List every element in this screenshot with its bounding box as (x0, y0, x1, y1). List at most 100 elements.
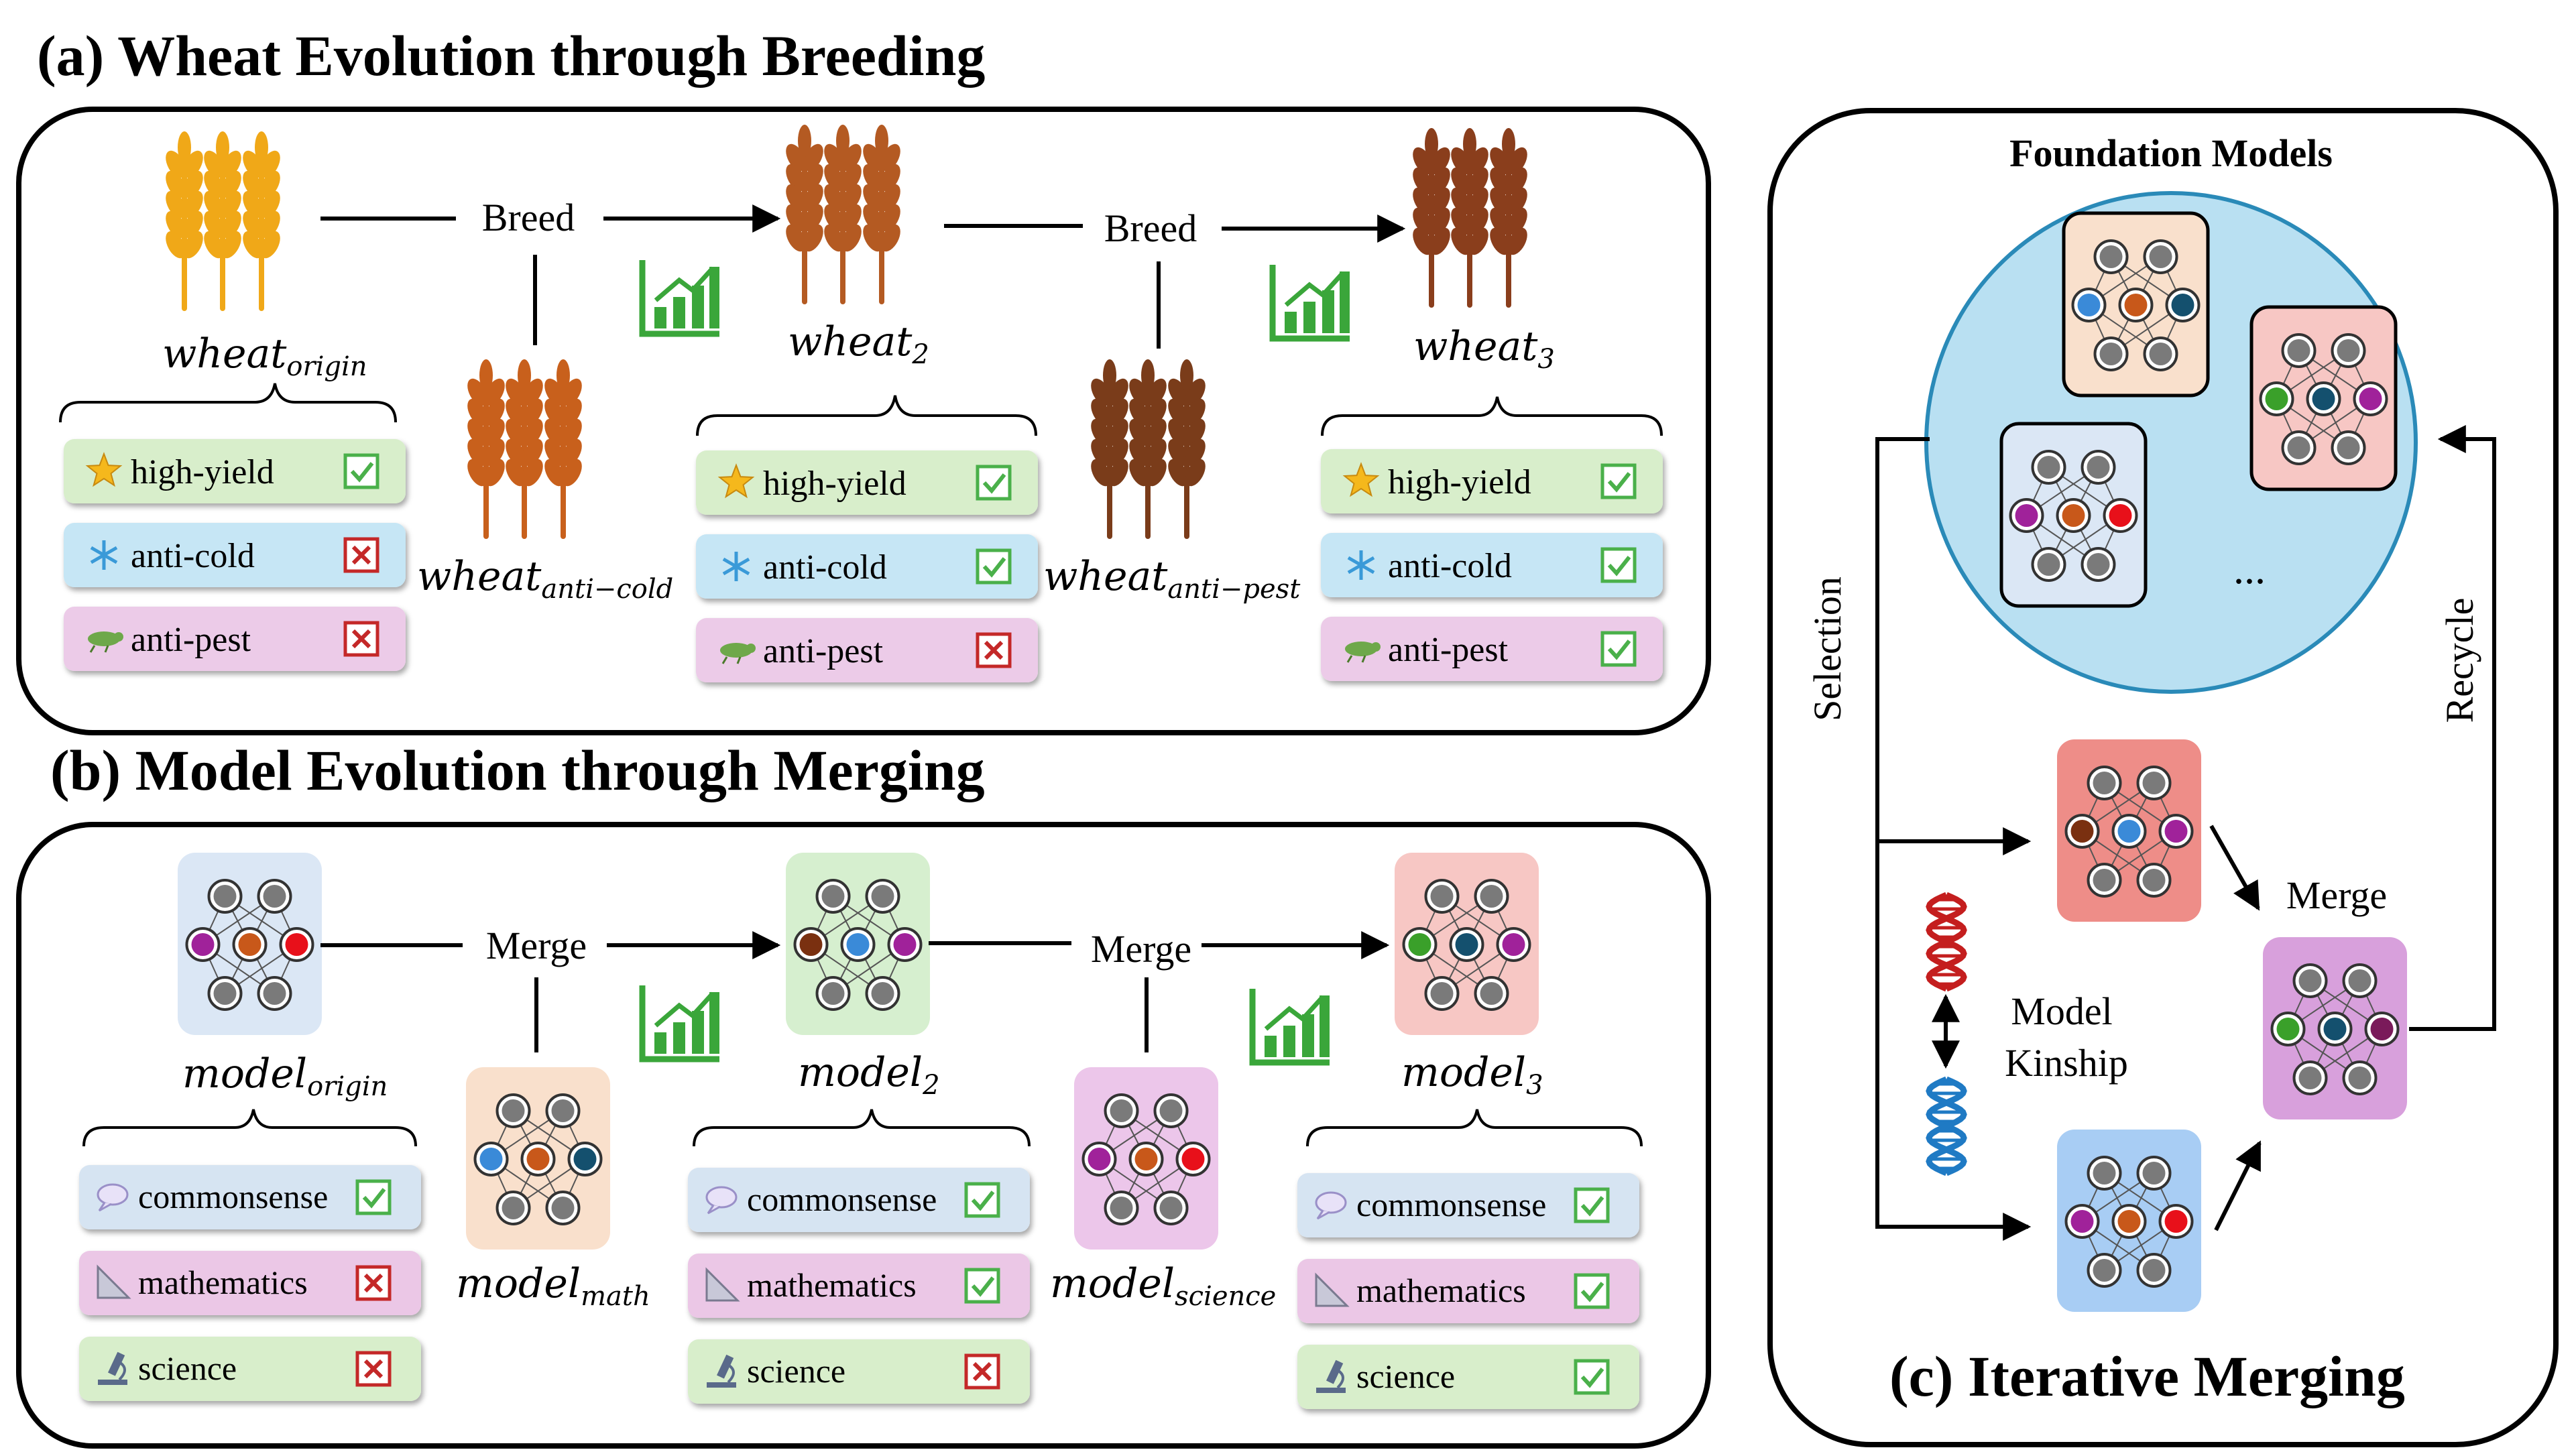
check-icon (1574, 1359, 1610, 1395)
skill-label: commonsense (138, 1178, 328, 1215)
brace-wheat-2 (696, 395, 1037, 436)
skill-row: science (688, 1339, 1030, 1404)
panel-b-frame (16, 822, 1711, 1449)
microscope-icon (1316, 1359, 1346, 1393)
model-2-box (786, 853, 930, 1035)
wheat-origin-icon (166, 131, 280, 311)
speech-bubble-icon (1315, 1191, 1347, 1220)
model-math-box (466, 1067, 610, 1250)
trait-label: anti-cold (131, 537, 255, 575)
skill-row: commonsense (1297, 1173, 1639, 1237)
dna-icon (1926, 1076, 1967, 1176)
merged-model-box (2263, 937, 2407, 1119)
skill-label: mathematics (138, 1264, 308, 1301)
trait-row: anti-cold (696, 534, 1038, 599)
trait-row: high-yield (696, 450, 1038, 515)
microscope-icon (707, 1354, 736, 1388)
wheat-anti-pest-icon (1091, 359, 1206, 539)
check-icon (1600, 631, 1637, 667)
star-icon (1342, 462, 1380, 497)
trait-row: anti-pest (1321, 617, 1663, 681)
label-wheat-2: wheat2 (788, 318, 929, 370)
merge-arrow-bottom (2214, 1140, 2262, 1231)
microscope-icon (98, 1351, 127, 1385)
trait-row: anti-pest (64, 607, 406, 671)
ruler-icon (705, 1267, 740, 1302)
trait-list-wheat-2: high-yield anti-cold anti-pest (696, 450, 1038, 682)
skill-row: mathematics (79, 1251, 421, 1315)
bug-icon (720, 643, 756, 664)
skill-list-model-3: commonsense mathematics science (1297, 1173, 1639, 1409)
brace-origin (59, 383, 397, 423)
skill-label: mathematics (747, 1266, 917, 1304)
model-origin-box (178, 853, 322, 1035)
check-icon (355, 1179, 392, 1215)
panel-c-title: (c) Iterative Merging (1889, 1344, 2405, 1408)
skill-label: science (138, 1349, 237, 1387)
foundation-models-ellipsis: ... (2233, 545, 2266, 593)
skill-row: mathematics (688, 1254, 1030, 1318)
trait-label: anti-cold (1388, 547, 1512, 585)
selection-path (1875, 437, 2032, 1241)
foundation-model-box (2062, 211, 2210, 398)
trait-row: high-yield (64, 439, 406, 503)
speech-bubble-icon (97, 1183, 129, 1212)
panel-c-frame (1767, 108, 2559, 1447)
kinship-label-line1: Model (2011, 989, 2112, 1033)
wheat-3-icon (1413, 128, 1527, 308)
trait-row: anti-pest (696, 618, 1038, 682)
skill-row: science (1297, 1345, 1639, 1409)
skill-label: commonsense (747, 1180, 937, 1218)
bug-icon (1345, 642, 1381, 663)
model-3-box (1395, 853, 1539, 1035)
foundation-models-title: Foundation Models (2009, 131, 2333, 175)
check-icon (343, 453, 379, 489)
merge-label-2: Merge (1091, 927, 1191, 971)
skill-label: science (1356, 1357, 1455, 1395)
label-model-science: modelscience (1050, 1260, 1276, 1312)
skill-row: commonsense (688, 1168, 1030, 1232)
skill-label: mathematics (1356, 1272, 1526, 1309)
star-icon (85, 452, 123, 487)
label-model-origin: modelorigin (182, 1050, 388, 1102)
model-science-box (1074, 1067, 1218, 1250)
label-wheat-3: wheat3 (1413, 323, 1555, 375)
merge-arrow-top (2209, 825, 2260, 911)
dna-icon (1926, 892, 1967, 992)
check-icon (1574, 1273, 1610, 1309)
brace-wheat-3 (1321, 396, 1663, 436)
snowflake-icon (90, 540, 118, 570)
check-icon (964, 1268, 1000, 1304)
panel-b-title: (b) Model Evolution through Merging (50, 738, 985, 802)
label-wheat-anti-cold: wheatanti−cold (417, 553, 673, 605)
snowflake-icon (722, 552, 750, 581)
label-wheat-origin: wheatorigin (162, 330, 367, 382)
trend-up-icon (1269, 265, 1350, 342)
breed-label-1: Breed (482, 196, 575, 239)
selected-model-box (2057, 1130, 2201, 1312)
star-icon (717, 463, 755, 499)
selected-model-box (2057, 739, 2201, 922)
recycle-path (2409, 425, 2496, 1031)
skill-label: science (747, 1352, 845, 1390)
trait-label: anti-pest (763, 632, 884, 670)
check-icon (976, 465, 1012, 501)
merge-label-1: Merge (486, 924, 587, 967)
skill-list-origin: commonsense mathematics science (79, 1165, 421, 1401)
trait-row: anti-cold (1321, 533, 1663, 597)
brace-model-2 (693, 1109, 1031, 1147)
foundation-model-box (1999, 422, 2148, 608)
trend-up-icon (1249, 989, 1330, 1066)
trend-up-icon (639, 260, 719, 337)
skill-label: commonsense (1356, 1186, 1546, 1223)
trait-label: anti-pest (131, 621, 251, 659)
skill-row: commonsense (79, 1165, 421, 1229)
trait-label: high-yield (763, 465, 906, 503)
label-model-3: model3 (1401, 1049, 1543, 1101)
selection-label: Selection (1806, 577, 1849, 721)
trait-label: anti-pest (1388, 631, 1509, 669)
check-icon (1600, 547, 1637, 583)
panel-a-frame (16, 107, 1711, 735)
check-icon (1574, 1187, 1610, 1223)
